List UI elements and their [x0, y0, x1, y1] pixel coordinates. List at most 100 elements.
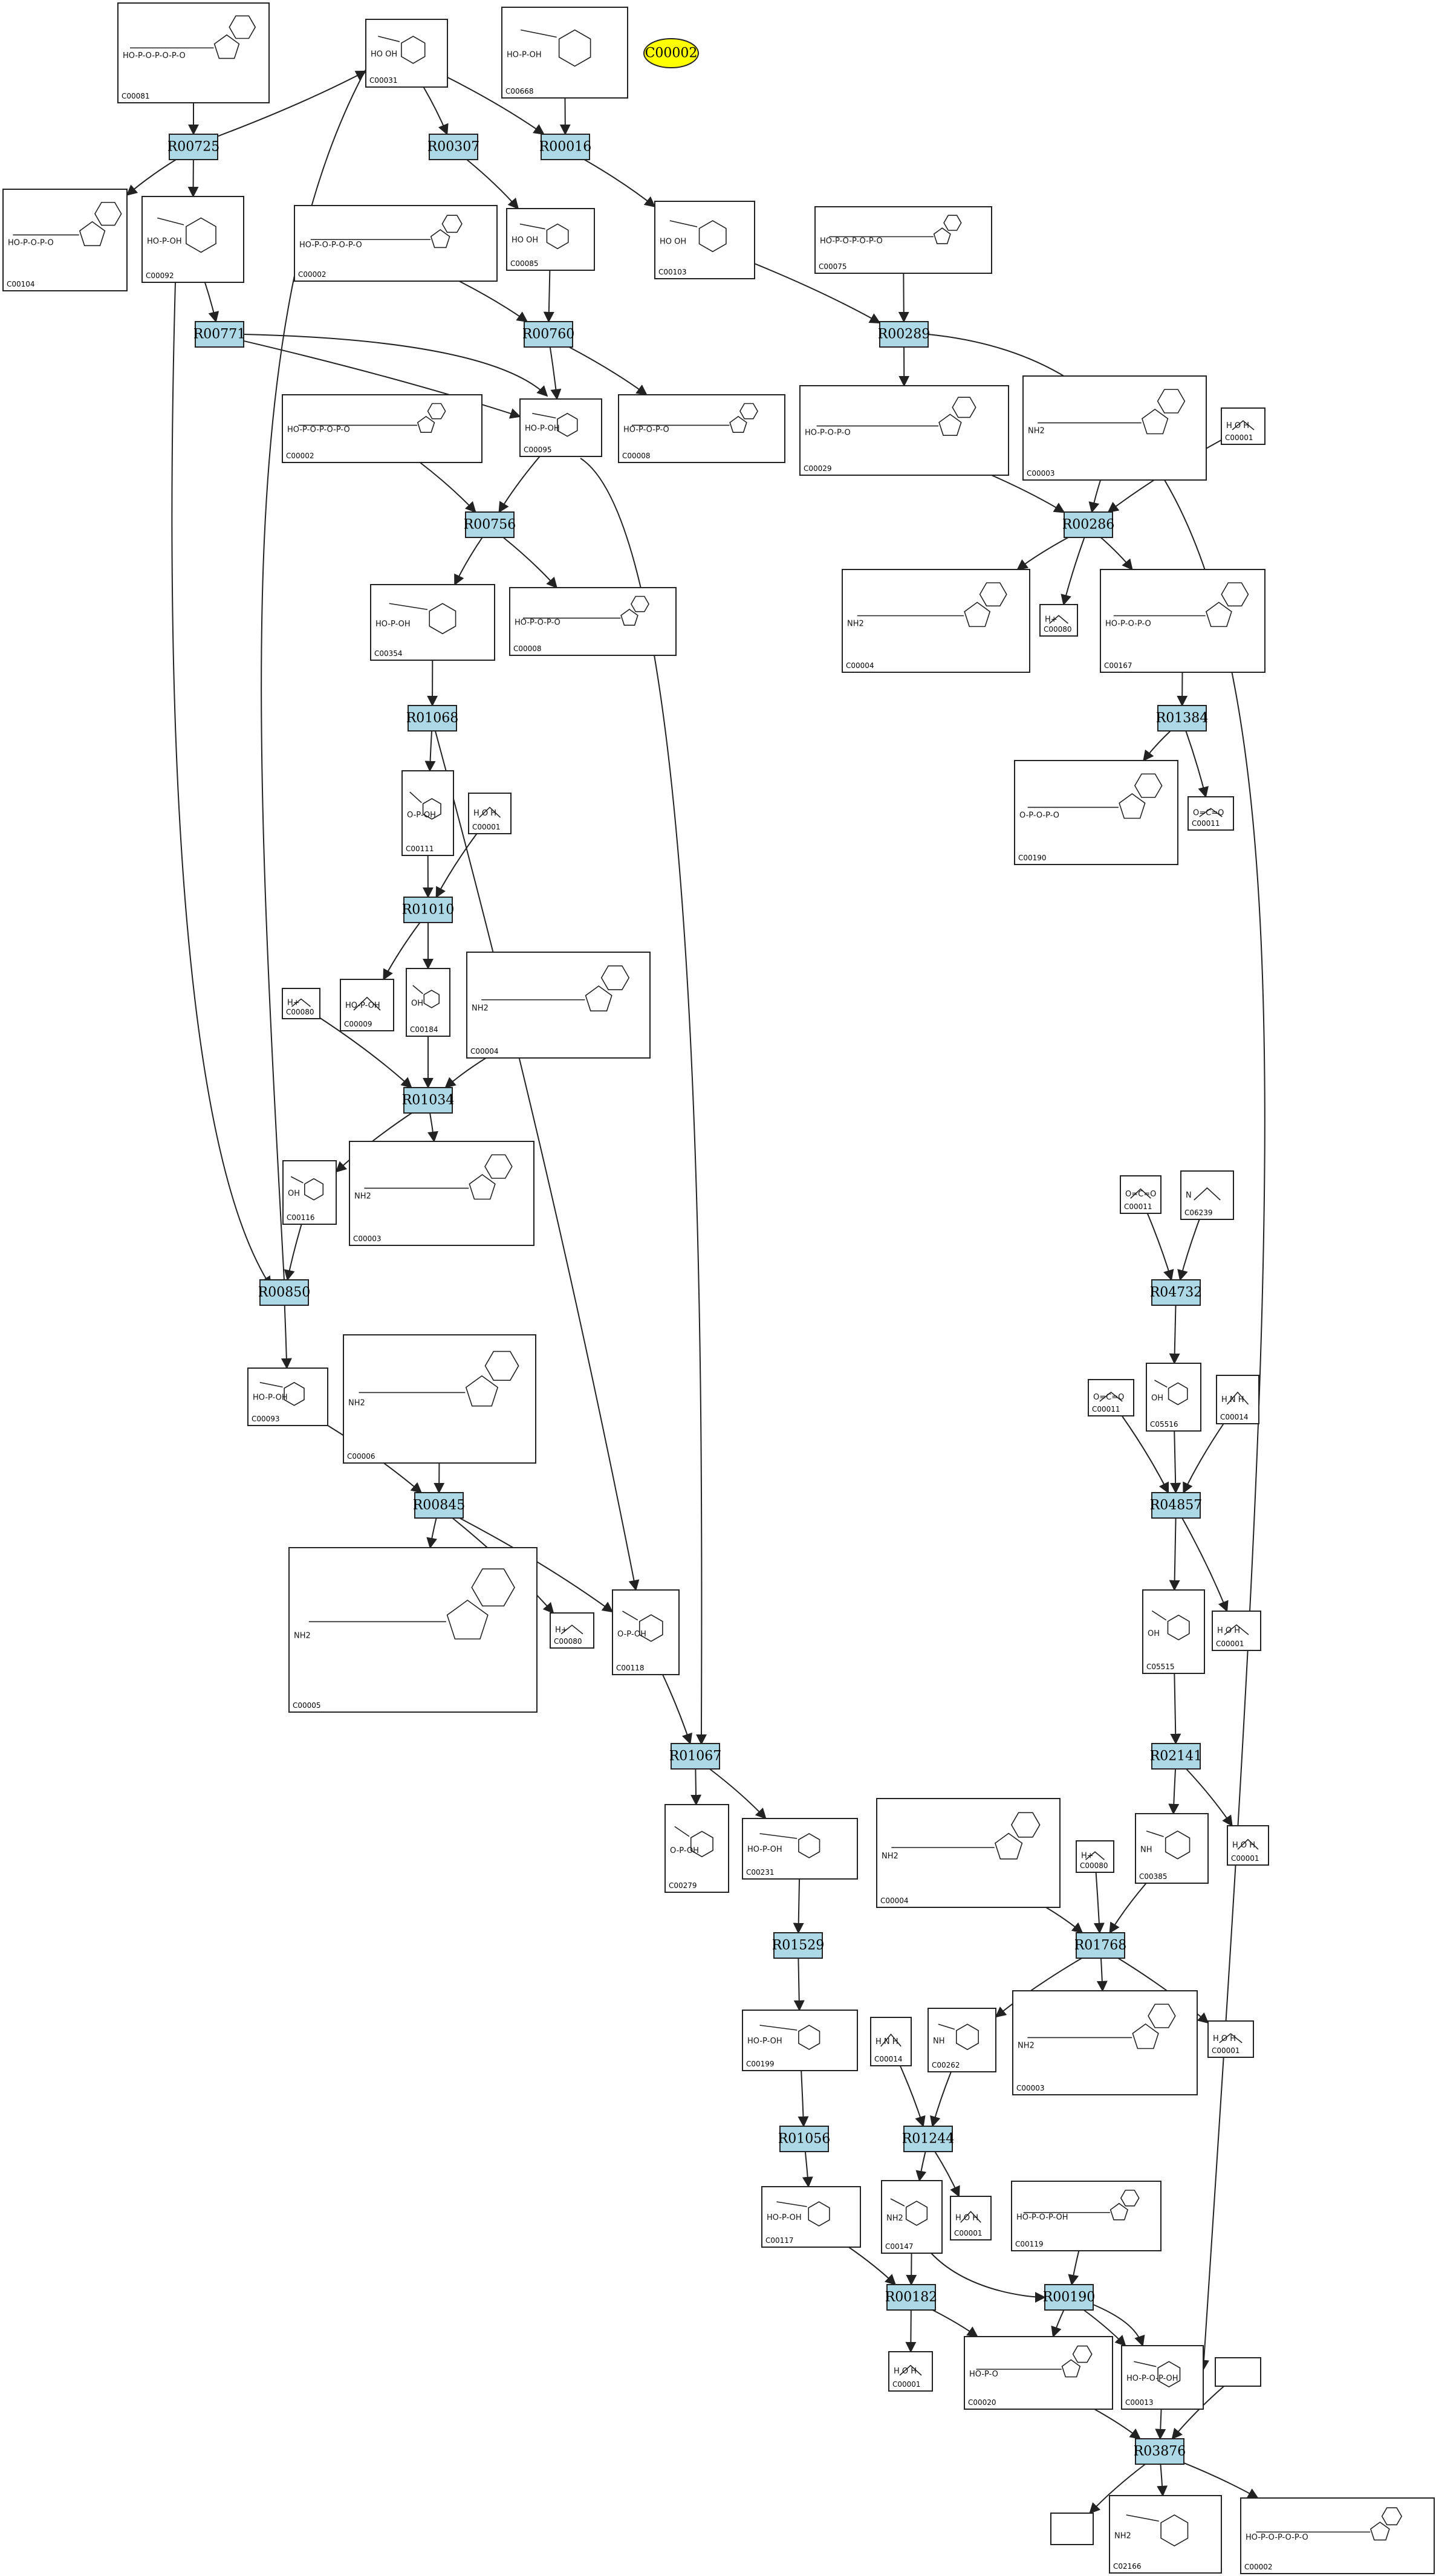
compound-node[interactable]: H+C00080 — [1039, 604, 1078, 637]
highlight-node[interactable]: C00002 — [643, 38, 699, 68]
compound-node[interactable]: H+C00080 — [1076, 1840, 1114, 1873]
reaction-node[interactable]: R00760 — [522, 321, 575, 348]
reaction-node[interactable]: R02141 — [1150, 1743, 1203, 1770]
structure-text: HO-P-OH — [147, 237, 182, 246]
reaction-node[interactable]: R00756 — [464, 511, 516, 538]
reaction-node[interactable]: R00289 — [878, 321, 931, 348]
reaction-node[interactable]: R00307 — [427, 134, 480, 160]
compound-node[interactable]: H+C00080 — [550, 1612, 594, 1649]
compound-node[interactable]: H+C00080 — [282, 988, 320, 1019]
compound-box — [1076, 1840, 1114, 1873]
structure-glyph — [310, 215, 463, 248]
reaction-node[interactable]: R00016 — [539, 134, 592, 160]
structure-text: HO-P-O-P-OH — [1016, 2213, 1068, 2222]
reaction-node[interactable]: R01034 — [402, 1087, 455, 1114]
reaction-node[interactable]: R00771 — [193, 321, 246, 348]
structure-path — [157, 217, 216, 253]
reaction-node[interactable]: R01529 — [772, 1932, 825, 1959]
edge-R01034-c30 — [427, 1112, 438, 1143]
reaction-node[interactable]: R01068 — [406, 705, 459, 732]
reaction-node[interactable]: R00190 — [1043, 2284, 1096, 2311]
reaction-node[interactable]: R01067 — [669, 1743, 722, 1770]
reaction-node[interactable]: R00725 — [167, 134, 220, 160]
reaction-node[interactable]: R00845 — [413, 1492, 466, 1519]
reaction-node[interactable]: R00850 — [258, 1279, 311, 1306]
reaction-node[interactable]: R01056 — [778, 2126, 831, 2152]
compound-node[interactable] — [1050, 2513, 1094, 2545]
reaction-node[interactable]: R01768 — [1074, 1932, 1127, 1959]
structure-path — [1154, 1380, 1188, 1406]
reaction-node[interactable]: R04732 — [1150, 1279, 1203, 1306]
reaction-node[interactable]: R00286 — [1062, 511, 1115, 538]
reaction-node[interactable]: R01384 — [1156, 705, 1209, 732]
compound-node[interactable] — [1215, 2357, 1261, 2387]
structure-text: HO-P-OH — [747, 1845, 782, 1854]
structure-glyph — [13, 201, 122, 247]
reaction-node[interactable]: R01244 — [902, 2126, 955, 2152]
compound-box — [282, 394, 482, 463]
reaction-node[interactable]: R03876 — [1134, 2438, 1186, 2465]
reaction-node[interactable]: R01010 — [402, 897, 455, 923]
reaction-node[interactable]: R04857 — [1150, 1492, 1203, 1519]
reaction-node[interactable]: R00182 — [885, 2284, 938, 2311]
